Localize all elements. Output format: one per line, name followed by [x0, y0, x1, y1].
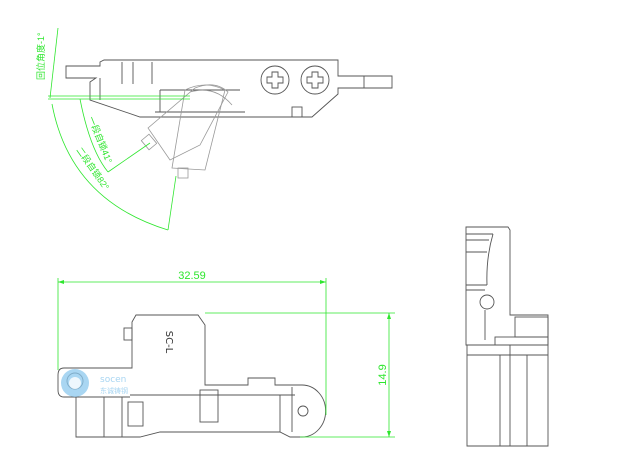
return-angle-label: 回位角度-1°: [35, 32, 46, 80]
angle-dimensions: 回位角度-1° 一段自锁41° 二段自锁82°: [35, 27, 190, 231]
front-view: SC-L: [57, 314, 327, 438]
screw-1-icon: [260, 65, 290, 95]
watermark-logo: socen 东诚铸钢: [61, 369, 128, 397]
watermark-subtitle: 东诚铸钢: [100, 386, 128, 395]
part-label: SC-L: [163, 331, 174, 354]
height-dimension: 14.9: [377, 364, 389, 385]
top-view: [65, 59, 393, 179]
width-dimension: 32.59: [178, 270, 206, 282]
front-dimensions: 32.59 14.9: [57, 270, 395, 438]
mounting-hole: [297, 405, 309, 417]
side-view: [465, 226, 549, 447]
watermark-brand: socen: [100, 375, 126, 385]
screw-2-icon: [300, 65, 330, 95]
